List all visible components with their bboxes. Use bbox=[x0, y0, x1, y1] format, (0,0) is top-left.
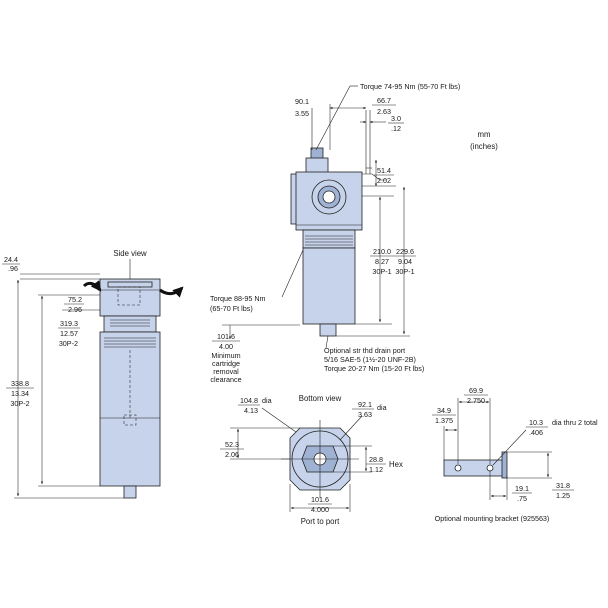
bottom-caption: Port to port bbox=[301, 517, 340, 526]
side-view: Side view 24.4 .96 75.2 2. bbox=[2, 249, 300, 499]
side-dim2-mm: 75.2 bbox=[68, 295, 82, 304]
leader bbox=[339, 415, 363, 441]
bowl-neck bbox=[103, 315, 157, 333]
leader bbox=[261, 407, 297, 433]
front-drain-plug bbox=[319, 323, 337, 337]
drain-note-2: 5/16 SAE-5 (1½-20 UNF-2B) bbox=[324, 355, 416, 364]
front-dim2-mm: 66.7 bbox=[377, 96, 391, 105]
front-torque-bowl-1: Torque 88-95 Nm bbox=[210, 294, 266, 303]
leader bbox=[281, 249, 304, 298]
bracket-flange bbox=[501, 451, 508, 479]
bracket-dim2-mm: 34.9 bbox=[437, 406, 451, 415]
leader bbox=[492, 429, 527, 466]
side-dim4-mm: 338.8 bbox=[11, 379, 29, 388]
bracket-caption: Optional mounting bracket (925563) bbox=[435, 514, 550, 523]
bottom-dim3-mm: 52.3 bbox=[225, 440, 239, 449]
clearance-line-2: cartridge bbox=[212, 359, 240, 368]
head-top-band bbox=[107, 281, 153, 288]
bottom-dim5-mm: 101.6 bbox=[311, 495, 329, 504]
bracket-dim1-in: 2.750 bbox=[467, 396, 485, 405]
front-dim1-in: 3.55 bbox=[295, 109, 309, 118]
front-dim3-in: .12 bbox=[391, 124, 401, 133]
inlet-flow-arrow bbox=[82, 280, 102, 292]
bottom-dim2-in: 3.63 bbox=[358, 410, 372, 419]
side-dim3-in: 12.57 bbox=[60, 329, 78, 338]
drain-hidden bbox=[123, 414, 137, 426]
bottom-dim4-mm: 28.8 bbox=[369, 455, 383, 464]
drain-plug bbox=[123, 485, 137, 499]
bottom-dim5-in: 4.000 bbox=[311, 505, 329, 514]
front-dim2-in: 2.63 bbox=[377, 107, 391, 116]
clearance-line-4: clearance bbox=[210, 375, 241, 384]
bottom-dim2-mm: 92.1 bbox=[358, 400, 372, 409]
clearance-in: 4.00 bbox=[219, 342, 233, 351]
front-dim3-mm: 3.0 bbox=[391, 114, 401, 123]
units-legend: mm (inches) bbox=[470, 130, 498, 151]
leader bbox=[325, 335, 329, 349]
leader bbox=[315, 85, 351, 151]
front-dim6-note: 30P-1 bbox=[395, 267, 414, 276]
bottom-dim2-note: dia bbox=[377, 403, 387, 412]
clearance-line-3: removal bbox=[213, 367, 239, 376]
front-dim4-mm: 51.4 bbox=[377, 166, 391, 175]
bottom-dim4-note: Hex bbox=[389, 460, 403, 469]
front-dim5-mm: 210.0 bbox=[373, 247, 391, 256]
bracket-dim4-mm: 19.1 bbox=[515, 484, 529, 493]
outlet-flow-arrow bbox=[159, 286, 184, 298]
bottom-dim4-in: 1.12 bbox=[369, 465, 383, 474]
bracket-dim4-in: .75 bbox=[517, 494, 527, 503]
front-dim5-in: 8.27 bbox=[375, 257, 389, 266]
bracket-hole-left bbox=[454, 464, 462, 472]
bracket-dim3-in: .406 bbox=[529, 428, 543, 437]
clearance-mm: 101.6 bbox=[217, 332, 235, 341]
side-dim2-in: 2.96 bbox=[68, 305, 82, 314]
side-dim4-note: 30P-2 bbox=[10, 399, 29, 408]
bracket-plate bbox=[443, 459, 505, 477]
bracket-dim2-in: 1.375 bbox=[435, 416, 453, 425]
bottom-dim3-in: 2.06 bbox=[225, 450, 239, 459]
bracket-dim1-mm: 69.9 bbox=[469, 386, 483, 395]
drain-note-3: Torque 20-27 Nm (15-20 Ft lbs) bbox=[324, 364, 424, 373]
bracket-dim5-in: 1.25 bbox=[556, 491, 570, 500]
bottom-view-title: Bottom view bbox=[299, 394, 342, 403]
mounting-bracket: 69.9 2.750 34.9 1.375 10.3 .406 dia thru… bbox=[432, 386, 598, 523]
front-torque-top: Torque 74-95 Nm (55-70 Ft lbs) bbox=[360, 82, 460, 91]
front-dim6-mm: 229.6 bbox=[396, 247, 414, 256]
front-view: Torque 74-95 Nm (55-70 Ft lbs) 90.1 3.55… bbox=[210, 82, 460, 373]
side-dim1-mm: 24.4 bbox=[4, 255, 18, 264]
side-dim1-in: .96 bbox=[8, 264, 18, 273]
front-torque-bowl-2: (65-70 Ft lbs) bbox=[210, 304, 253, 313]
side-dim3-mm: 319.3 bbox=[60, 319, 78, 328]
head-port-hidden bbox=[117, 286, 141, 306]
bottom-view: Bottom view 104.8 4.13 dia 92.1 3.63 dia… bbox=[220, 394, 403, 526]
front-dim5-note: 30P-1 bbox=[372, 267, 391, 276]
front-dim4-in: 2.02 bbox=[377, 176, 391, 185]
head-port-bore bbox=[322, 190, 336, 204]
side-view-title: Side view bbox=[113, 249, 147, 258]
bottom-dim1-in: 4.13 bbox=[244, 406, 258, 415]
clearance-line-1: Minimum bbox=[211, 351, 240, 360]
bottom-dim1-note: dia bbox=[262, 396, 272, 405]
front-dim6-in: 9.04 bbox=[398, 257, 412, 266]
bottom-dim1-mm: 104.8 bbox=[240, 396, 258, 405]
units-inches: (inches) bbox=[470, 142, 498, 151]
drain-note-1: Optional str thd drain port bbox=[324, 346, 405, 355]
bracket-dim5-mm: 31.8 bbox=[556, 481, 570, 490]
bracket-dim3-note: dia thru 2 total bbox=[552, 418, 598, 427]
bracket-dim3-mm: 10.3 bbox=[529, 418, 543, 427]
side-dim4-in: 13.34 bbox=[11, 389, 29, 398]
front-dim1-mm: 90.1 bbox=[295, 97, 309, 106]
units-mm: mm bbox=[478, 130, 491, 139]
front-filter-bowl bbox=[302, 247, 356, 325]
side-dim3-note: 30P-2 bbox=[59, 339, 78, 348]
